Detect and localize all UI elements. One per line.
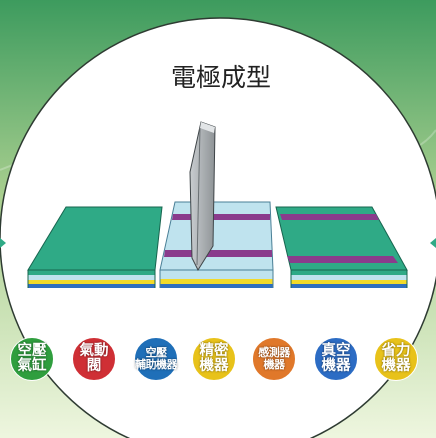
badge-7[interactable]: 省力機器 (374, 337, 418, 381)
badge-line2: 機器 (199, 358, 229, 374)
edge-arrow-right (430, 238, 436, 248)
badge-line2: 閥 (86, 358, 102, 374)
middle-sheet (159, 201, 274, 288)
badge-line1: 精密 (199, 342, 229, 359)
badge-3[interactable]: 空壓輔助機器 (134, 337, 178, 381)
badge-2[interactable]: 氣動閥 (72, 337, 116, 381)
badge-line2: 輔助機器 (135, 358, 178, 371)
badge-5[interactable]: 感測器機器 (252, 337, 296, 381)
badge-line1: 感測器 (258, 346, 290, 360)
cutting-blade (189, 121, 216, 272)
right-sheet (275, 206, 408, 288)
badge-line1: 省力 (381, 342, 411, 359)
badge-4[interactable]: 精密機器 (192, 337, 236, 381)
badge-line2: 機器 (263, 358, 286, 371)
diagram-title: 電極成型 (170, 63, 271, 92)
badge-line1: 空壓 (145, 346, 168, 360)
badge-line2: 氣缸 (17, 358, 47, 374)
badge-line2: 機器 (321, 358, 351, 374)
edge-arrow-left (0, 238, 6, 248)
badge-line1: 真空 (321, 342, 351, 359)
left-sheet (27, 206, 163, 288)
badge-line2: 機器 (381, 358, 411, 374)
badge-line1: 氣動 (79, 342, 109, 359)
badge-1[interactable]: 空壓氣缸 (10, 337, 54, 381)
badge-line1: 空壓 (17, 342, 47, 359)
badge-6[interactable]: 真空機器 (314, 337, 358, 381)
